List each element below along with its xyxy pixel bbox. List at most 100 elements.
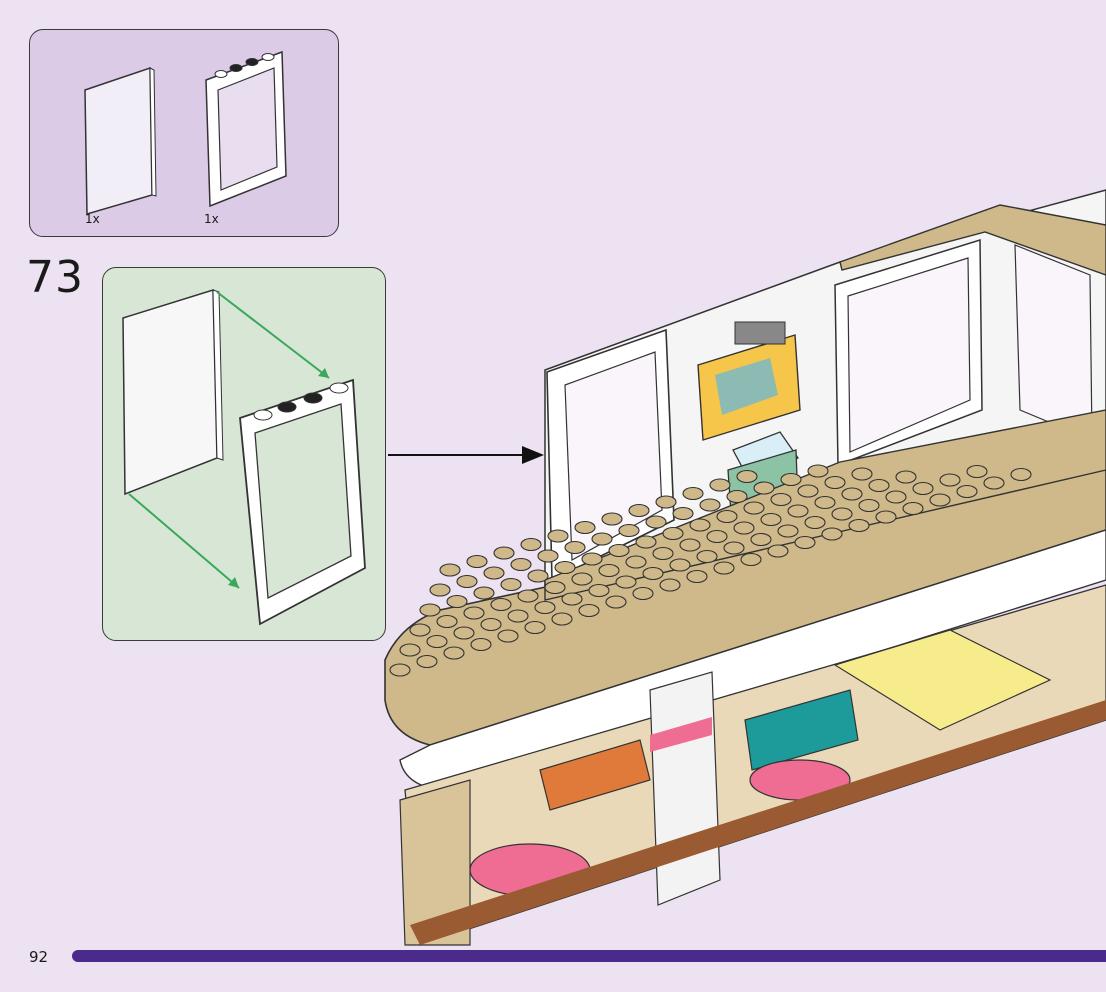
stud <box>777 524 799 538</box>
stud <box>743 501 765 515</box>
stud-grid <box>389 464 1032 677</box>
stud <box>696 549 718 564</box>
stud <box>868 478 890 493</box>
stud <box>473 586 495 600</box>
stud <box>682 486 704 501</box>
part-quantity-frame: 1x <box>204 212 219 226</box>
stud <box>912 481 934 496</box>
stud <box>520 537 542 552</box>
stud <box>794 535 816 550</box>
stud <box>885 490 907 504</box>
stud <box>841 487 863 501</box>
stud <box>669 558 691 572</box>
window-glass-part <box>84 66 157 215</box>
stud <box>797 484 819 498</box>
stud <box>480 617 502 632</box>
stud <box>537 549 559 563</box>
stud <box>439 563 461 577</box>
stud <box>581 552 603 566</box>
stud <box>689 518 711 532</box>
sub-assembly-callout <box>102 267 386 641</box>
stud <box>534 600 556 615</box>
stud <box>618 523 640 538</box>
stud <box>500 577 522 592</box>
stud <box>564 540 586 555</box>
stud <box>858 498 880 513</box>
stud <box>733 521 755 535</box>
stud <box>662 526 684 541</box>
stud <box>716 509 738 524</box>
stud <box>726 489 748 504</box>
stud <box>517 589 539 603</box>
stud <box>851 467 873 481</box>
stud <box>699 498 721 512</box>
parts-callout: 1x 1x <box>29 29 339 237</box>
stud <box>966 464 988 479</box>
map-screen <box>697 321 801 441</box>
stud <box>497 629 519 643</box>
stud <box>635 535 657 549</box>
stud <box>713 561 735 575</box>
step-number: 73 <box>26 252 84 303</box>
stud <box>483 566 505 580</box>
stud <box>956 484 978 499</box>
part-quantity-glass: 1x <box>85 212 100 226</box>
stud <box>787 504 809 518</box>
stud <box>598 563 620 578</box>
sub-assembly-illustration <box>122 288 366 626</box>
stud <box>446 594 468 609</box>
stud <box>419 603 441 617</box>
stud <box>578 603 600 618</box>
stud <box>655 495 677 509</box>
stud <box>554 560 576 575</box>
stud <box>399 643 421 657</box>
stud <box>770 492 792 507</box>
stud <box>767 544 789 558</box>
stud <box>429 583 451 597</box>
stud <box>632 586 654 601</box>
stud <box>608 543 630 558</box>
stud <box>939 473 961 487</box>
stud <box>804 515 826 530</box>
stud <box>605 595 627 609</box>
stud <box>753 481 775 495</box>
stud <box>875 510 897 524</box>
stud <box>895 470 917 484</box>
stud <box>652 546 674 561</box>
stud <box>645 515 667 529</box>
stud <box>983 476 1005 490</box>
stud <box>1010 467 1032 482</box>
stud <box>750 532 772 547</box>
stud <box>760 512 782 527</box>
stud <box>902 501 924 516</box>
assembly-arrow-icon <box>128 291 330 589</box>
stud <box>591 532 613 546</box>
stud <box>628 503 650 518</box>
stud <box>561 592 583 606</box>
window-glass-part <box>122 288 224 496</box>
stud <box>510 557 532 572</box>
stud <box>507 609 529 623</box>
stud <box>780 472 802 487</box>
footer-bar <box>72 950 1106 962</box>
stud <box>436 614 458 629</box>
stud <box>625 555 647 569</box>
stud <box>493 546 515 560</box>
stud <box>929 493 951 507</box>
stud <box>547 529 569 543</box>
stud <box>679 538 701 552</box>
stud <box>740 552 762 567</box>
stud <box>409 623 431 637</box>
stud <box>723 541 745 555</box>
window-frame-part <box>205 50 287 208</box>
stud <box>706 529 728 544</box>
stud <box>416 654 438 669</box>
stud <box>443 646 465 660</box>
stud <box>571 572 593 586</box>
stud <box>456 574 478 589</box>
stud <box>736 469 758 484</box>
window-frame-part <box>239 378 366 626</box>
stud <box>588 583 610 598</box>
